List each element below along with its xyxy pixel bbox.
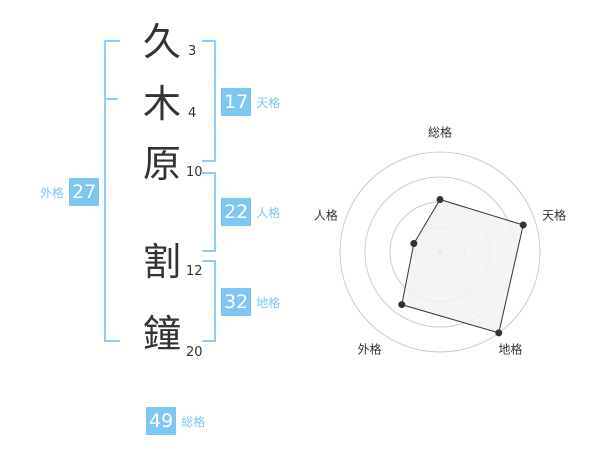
gaikaku-bracket-tick bbox=[104, 98, 118, 100]
name-char-1: 久 bbox=[142, 20, 181, 64]
tenkaku-badge: 17 天格 bbox=[221, 88, 280, 116]
radar-axis-label-4: 外格 bbox=[357, 342, 382, 357]
soukaku-value: 49 bbox=[146, 407, 177, 435]
chikaku-value: 32 bbox=[221, 288, 252, 316]
tenkaku-bracket bbox=[202, 40, 216, 162]
stroke-count-3: 10 bbox=[186, 165, 203, 180]
radar-point-1 bbox=[436, 196, 444, 203]
jinkaku-value: 22 bbox=[221, 198, 252, 226]
radar-point-3 bbox=[495, 329, 503, 337]
stroke-count-2: 4 bbox=[188, 106, 197, 121]
jinkaku-badge: 22 人格 bbox=[221, 198, 280, 226]
soukaku-badge: 49 総格 bbox=[146, 407, 205, 435]
radar-point-2 bbox=[519, 221, 527, 229]
chikaku-badge: 32 地格 bbox=[221, 288, 280, 316]
stroke-count-5: 20 bbox=[186, 345, 203, 360]
stroke-count-4: 12 bbox=[186, 264, 203, 279]
radar-axis-label-5: 人格 bbox=[313, 208, 338, 223]
chikaku-label: 地格 bbox=[256, 295, 281, 310]
gaikaku-badge: 外格 27 bbox=[40, 178, 100, 206]
name-char-5: 鐘 bbox=[142, 312, 181, 356]
name-char-4: 割 bbox=[142, 240, 181, 284]
radar-axis-label-2: 天格 bbox=[542, 208, 567, 223]
stroke-count-1: 3 bbox=[188, 44, 197, 59]
radar-point-5 bbox=[410, 240, 418, 248]
gaikaku-value: 27 bbox=[69, 178, 100, 206]
tenkaku-value: 17 bbox=[221, 88, 252, 116]
gaikaku-bracket bbox=[104, 40, 120, 342]
radar-series-polygon bbox=[401, 198, 524, 334]
name-char-2: 木 bbox=[142, 82, 181, 126]
name-char-3: 原 bbox=[142, 142, 181, 186]
gaikaku-label: 外格 bbox=[40, 185, 65, 200]
soukaku-label: 総格 bbox=[181, 414, 206, 429]
radar-grid-ring bbox=[339, 151, 541, 353]
tenkaku-label: 天格 bbox=[256, 95, 281, 110]
jinkaku-label: 人格 bbox=[256, 205, 281, 220]
radar-axis-label-3: 地格 bbox=[498, 342, 523, 357]
chikaku-bracket bbox=[202, 260, 216, 342]
radar-chart bbox=[339, 151, 541, 353]
radar-axis-label-1: 総格 bbox=[427, 125, 453, 140]
radar-point-4 bbox=[398, 301, 406, 309]
jinkaku-bracket bbox=[202, 172, 216, 252]
